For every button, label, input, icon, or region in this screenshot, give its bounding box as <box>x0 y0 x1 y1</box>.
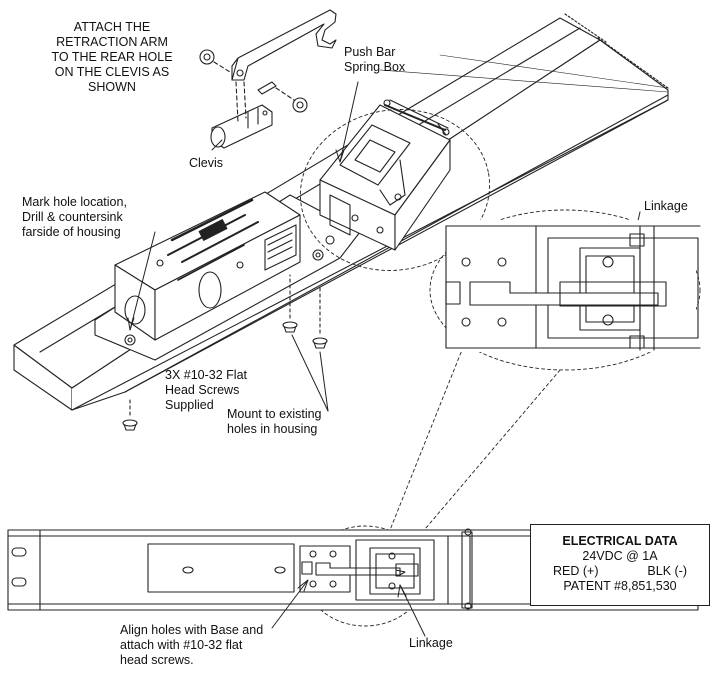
electrical-data-box: ELECTRICAL DATA 24VDC @ 1A RED (+) BLK (… <box>530 524 710 606</box>
screws <box>122 274 328 431</box>
screws-label: 3X #10-32 Flat Head Screws Supplied <box>165 368 247 412</box>
align-label: Align holes with Base and attach with #1… <box>120 623 264 667</box>
spring-box <box>319 99 451 251</box>
wire-red: RED (+) <box>553 564 599 578</box>
linkage-top-label: Linkage <box>644 199 688 213</box>
retraction-arm <box>231 9 337 81</box>
linkage-bottom-label: Linkage <box>409 636 453 650</box>
clevis-label: Clevis <box>189 156 224 170</box>
clevis-part <box>199 49 308 149</box>
switch-module <box>114 191 301 341</box>
push-bar-label: Push Bar Spring Box <box>344 45 406 74</box>
electrical-rating: 24VDC @ 1A <box>582 549 658 563</box>
electrical-title: ELECTRICAL DATA <box>562 534 678 548</box>
leaders-bottom <box>271 579 426 637</box>
mark-hole-label: Mark hole location, Drill & countersink … <box>22 195 127 239</box>
wire-black: BLK (-) <box>647 564 687 578</box>
linkage-detail <box>445 220 701 352</box>
mount-label: Mount to existing holes in housing <box>227 407 322 436</box>
patent-number: PATENT #8,851,530 <box>563 579 677 593</box>
attach-note: ATTACH THE RETRACTION ARM TO THE REAR HO… <box>51 20 173 94</box>
